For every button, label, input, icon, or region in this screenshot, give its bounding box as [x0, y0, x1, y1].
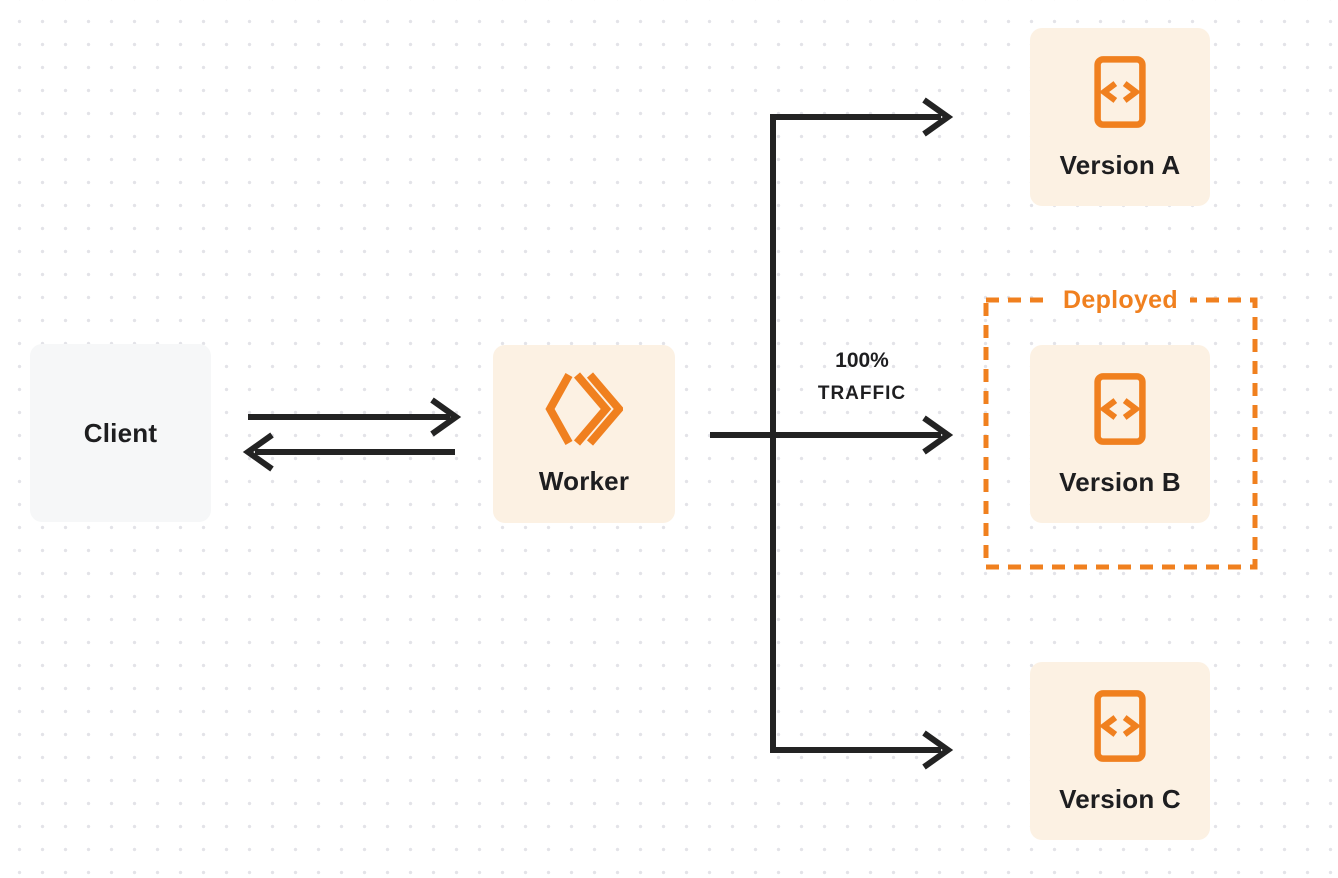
arrow-to-version-b-icon	[710, 415, 954, 455]
arrow-to-version-a-icon	[922, 97, 954, 137]
version-b-node-label: Version B	[1059, 466, 1181, 497]
deployed-group-label: Deployed	[1051, 286, 1190, 315]
branch-trunk-line	[770, 114, 941, 753]
traffic-edge-label: 100% TRAFFIC	[792, 349, 932, 405]
version-b-node: Version B	[1030, 345, 1210, 523]
code-file-icon	[1092, 54, 1148, 130]
traffic-percent-label: 100%	[835, 349, 889, 372]
code-file-icon	[1092, 688, 1148, 764]
code-file-icon	[1092, 371, 1148, 447]
worker-node: Worker	[493, 345, 675, 523]
arrow-to-version-c-icon	[922, 730, 954, 770]
arrow-client-to-worker-icon	[248, 397, 462, 437]
worker-node-label: Worker	[538, 465, 630, 496]
client-node: Client	[30, 344, 211, 522]
client-node-label: Client	[83, 417, 158, 448]
workers-logo-icon	[545, 371, 623, 446]
version-c-node: Version C	[1030, 662, 1210, 840]
traffic-word-label: TRAFFIC	[817, 383, 907, 404]
deployed-group-label-wrap: Deployed	[986, 286, 1255, 315]
version-a-node: Version A	[1030, 28, 1210, 206]
version-c-node-label: Version C	[1059, 783, 1181, 814]
version-a-node-label: Version A	[1059, 149, 1181, 180]
arrow-worker-to-client-icon	[242, 432, 455, 472]
